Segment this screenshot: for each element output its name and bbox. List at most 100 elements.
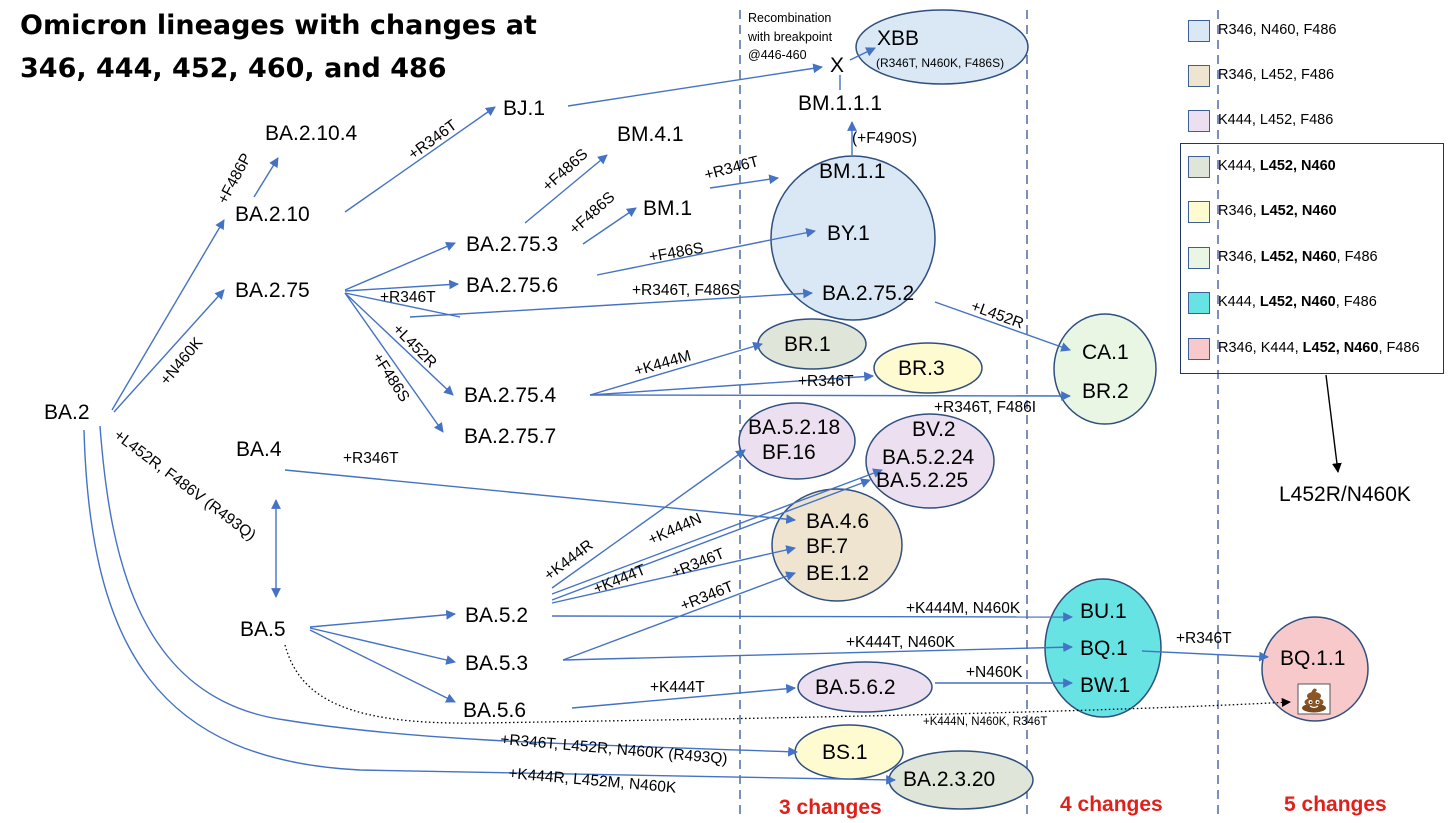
lineage-bm11: BM.1.1 [819, 160, 886, 183]
legend-label-part: R346, N460, F486 [1218, 22, 1337, 38]
legend-swatch-4 [1188, 156, 1210, 178]
mut-k444m-n460k: +K444M, N460K [906, 600, 1021, 617]
legend-label-part: L452, N460 [1260, 249, 1337, 265]
legend-swatch-1 [1188, 20, 1210, 42]
lineage-ba2320: BA.2.3.20 [903, 768, 995, 791]
legend-swatch-2 [1188, 65, 1210, 87]
mut-r346t-bf7: +R346T [669, 545, 727, 582]
mut-k444t-ba562: +K444T [650, 679, 705, 696]
mut-k444t-ba52: +K444T [591, 561, 649, 597]
recombination-line-1: Recombination [748, 11, 831, 25]
recombination-note: Recombination with breakpoint @446-460 [747, 11, 833, 62]
arrow-bm1-bm11 [709, 174, 779, 189]
arrow-x-xbb [849, 47, 876, 61]
column-labels: 3 changes 4 changes 5 changes [779, 793, 1387, 819]
lineage-br2: BR.2 [1082, 380, 1129, 403]
legend-label-part: R346, K444, [1218, 340, 1303, 356]
arrow-ba52-bf7 [551, 545, 796, 604]
arrow-ba2-ba2320 [83, 429, 896, 785]
lineage-labels: BA.2 BA.2.10.4 BA.2.10 BA.2.75 BJ.1 BM.4… [44, 27, 1345, 791]
arrow-ba2-ba210 [111, 219, 225, 411]
arrow-ba52-bu1 [551, 612, 1073, 622]
legend-swatch-6 [1188, 247, 1210, 269]
lineage-bf16: BF.16 [762, 441, 816, 464]
legend-label-part: K444, L452, F486 [1218, 112, 1334, 128]
mut-r346t-2756: +R346T [380, 289, 436, 306]
arrow-ba56-ba562 [571, 683, 796, 709]
recombination-line-2: with breakpoint [747, 30, 833, 44]
arrow-ba4-ba46 [284, 469, 796, 525]
arrow-ba210-bj1 [344, 106, 496, 213]
arrow-ba2754-br3 [589, 371, 874, 396]
lineage-bm41: BM.4.1 [617, 123, 684, 146]
arrow-ba53-bq1 [562, 642, 1073, 661]
legend-swatch-5 [1188, 201, 1210, 223]
ba562-ellipse [797, 661, 933, 713]
arrow-ba5-ba56 [309, 629, 456, 703]
mut-f486s-bm1: +F486S [566, 189, 618, 238]
legend-label-part: L452, N460 [1259, 294, 1336, 310]
arrow-ba2756-by1 [596, 227, 816, 276]
poop-emoji-icon [1297, 683, 1331, 715]
lineage-bu1: BU.1 [1080, 600, 1127, 623]
lineage-bj1: BJ.1 [503, 97, 545, 120]
legend-label-part: K444, [1218, 158, 1260, 174]
arrow-ba5-ba52 [309, 609, 456, 628]
lineage-bq1: BQ.1 [1080, 637, 1128, 660]
mut-r346t-bq11: +R346T [1176, 630, 1232, 647]
arrow-ba210-ba2104 [253, 157, 279, 198]
legend-label-part: , F486 [1335, 294, 1377, 310]
mut-k444r-l452m-n460k: +K444R, L452M, N460K [508, 765, 678, 797]
legend-label-part: , F486 [1336, 249, 1378, 265]
ca1-br2-ellipse [1053, 313, 1157, 425]
lineage-ba56: BA.5.6 [463, 699, 526, 722]
legend-swatch-8 [1188, 338, 1210, 360]
lineage-groups [738, 9, 1369, 810]
lineage-br1: BR.1 [784, 333, 831, 356]
page-title: Omicron lineages with changes at 346, 44… [20, 4, 537, 90]
arrow-ba275-ba2754 [344, 292, 454, 396]
mut-k444m: +K444M [632, 347, 693, 379]
lineage-ba2104: BA.2.10.4 [265, 122, 358, 145]
legend-label-part: L452, N460 [1259, 158, 1336, 174]
mut-f486s-bm41: +F486S [539, 146, 591, 195]
lineage-ba5224: BA.5.2.24 [882, 446, 975, 469]
lineage-ba2: BA.2 [44, 401, 90, 424]
mut-k444t-n460k: +K444T, N460K [846, 634, 956, 651]
mut-r346t-f486i: +R346T, F486I [934, 399, 1036, 416]
arrow-ba5-bq11-dotted [284, 644, 1291, 724]
legend-label-part: K444, [1218, 294, 1260, 310]
lineage-bv2: BV.2 [912, 418, 956, 441]
title-line-1: Omicron lineages with changes at [20, 10, 537, 41]
bm11-cluster-circle [770, 155, 936, 321]
legend-label-2: R346, L452, F486 [1218, 67, 1334, 83]
lineage-ba46: BA.4.6 [806, 510, 869, 533]
column-label-4: 4 changes [1060, 793, 1163, 816]
arrow-ba2-bs1 [99, 425, 798, 757]
arrow-ba2754-br2 [589, 391, 1071, 401]
arrow-ba275-ba2752 [344, 292, 461, 318]
lineage-br3: BR.3 [898, 357, 945, 380]
mut-f490s: (+F490S) [852, 130, 917, 147]
lineage-ba4: BA.4 [236, 438, 282, 461]
column-dividers [739, 10, 1219, 820]
arrow-ba53-be12 [562, 571, 796, 661]
legend-label-6: R346, L452, N460, F486 [1218, 249, 1378, 265]
arrow-ba275-ba2757 [344, 292, 444, 433]
legend-label-part: R346, [1218, 249, 1261, 265]
legend-label-part: R346, [1218, 203, 1261, 219]
title-line-2: 346, 444, 452, 460, and 486 [20, 53, 447, 84]
lineage-ba52: BA.5.2 [465, 604, 528, 627]
legend-group-box [1180, 143, 1444, 374]
arrow-bq1-bq11 [1141, 650, 1269, 662]
arrow-ba275-ba2753 [344, 241, 456, 291]
legend-label-3: K444, L452, F486 [1218, 112, 1333, 128]
lineage-ba210: BA.2.10 [235, 203, 310, 226]
mut-k444n: +K444N [646, 510, 704, 548]
arrow-ba275-ba2756 [344, 279, 459, 292]
arrow-ba52-ba5218 [551, 449, 746, 589]
arrow-ba2753-bm1 [582, 207, 637, 245]
mut-n460k-bw1: +N460K [966, 664, 1023, 681]
legend-label-7: K444, L452, N460, F486 [1218, 294, 1377, 310]
